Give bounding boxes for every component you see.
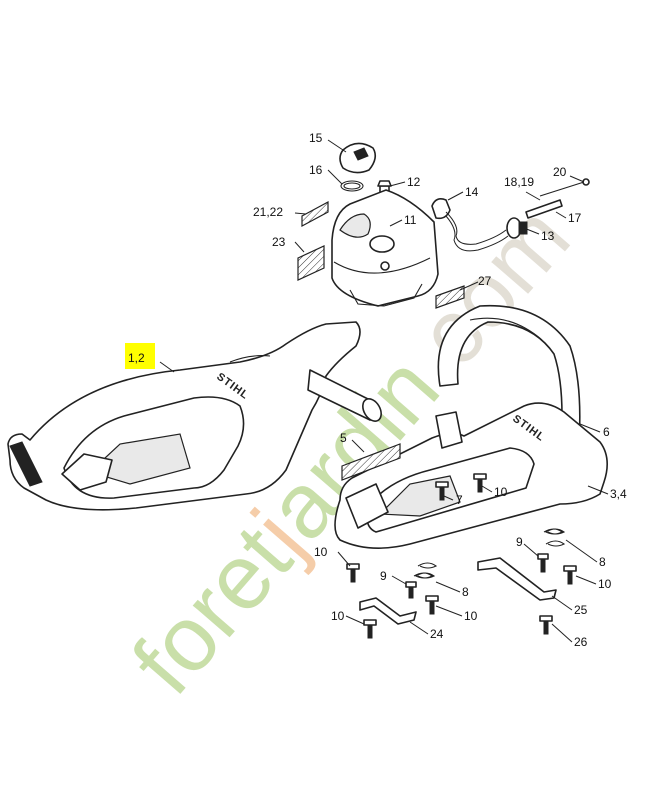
callout-13[interactable]: 13 [541, 229, 555, 243]
label-5 [341, 443, 401, 481]
screw-10-b [346, 563, 360, 583]
callout-17[interactable]: 17 [568, 211, 582, 225]
tank-cap-15 [339, 142, 377, 174]
callout-18-19[interactable]: 18,19 [504, 175, 534, 189]
spring-8-b [543, 528, 566, 547]
seal-ring-16 [340, 180, 364, 192]
callout-24[interactable]: 24 [430, 627, 444, 641]
callout-20[interactable]: 20 [553, 165, 567, 179]
bracket-24 [359, 597, 417, 625]
callout-10-a[interactable]: 10 [494, 485, 508, 499]
callout-1-2[interactable]: 1,2 [128, 351, 145, 365]
fuel-tank-11 [331, 189, 439, 307]
callout-14[interactable]: 14 [465, 185, 479, 199]
fuel-pickup-14 [431, 198, 509, 252]
tube-shaft [307, 369, 382, 422]
callout-6[interactable]: 6 [603, 425, 610, 439]
callout-9-a[interactable]: 9 [380, 569, 387, 583]
callout-labels: 15 16 12 11 21,22 23 27 14 18,19 20 17 1… [128, 131, 627, 649]
callout-10-c[interactable]: 10 [464, 609, 478, 623]
callout-12[interactable]: 12 [407, 175, 421, 189]
grommet-13 [506, 217, 528, 239]
callout-26[interactable]: 26 [574, 635, 588, 649]
screw-9-a [405, 581, 417, 599]
callout-9-b[interactable]: 9 [516, 535, 523, 549]
label-23 [297, 245, 325, 281]
pipe-17 [525, 199, 563, 219]
screw-10-e [563, 565, 577, 585]
callout-10-e[interactable]: 10 [598, 577, 612, 591]
screw-10-d [363, 619, 377, 639]
screw-10-c [425, 595, 439, 615]
callout-8-a[interactable]: 8 [462, 585, 469, 599]
screw-10-a [473, 473, 487, 493]
screw-7 [435, 481, 449, 501]
callout-23[interactable]: 23 [272, 235, 286, 249]
callout-16[interactable]: 16 [309, 163, 323, 177]
label-21-22 [301, 200, 329, 228]
callout-25[interactable]: 25 [574, 603, 588, 617]
screw-26 [539, 615, 553, 635]
callout-10-d[interactable]: 10 [331, 609, 345, 623]
callout-7[interactable]: 7 [456, 493, 463, 507]
label-27 [435, 285, 465, 309]
leader-lines [159, 139, 609, 643]
pin-20 [539, 178, 590, 197]
callout-27[interactable]: 27 [478, 274, 492, 288]
callout-8-b[interactable]: 8 [599, 555, 606, 569]
callout-21-22[interactable]: 21,22 [253, 205, 283, 219]
screw-9-b [537, 553, 549, 573]
spring-8-a [413, 562, 438, 579]
callout-15[interactable]: 15 [309, 131, 323, 145]
selected-part-highlight [125, 343, 155, 369]
handle-housing-1-2: STIHL [7, 321, 361, 511]
callout-5[interactable]: 5 [340, 431, 347, 445]
callout-11[interactable]: 11 [404, 213, 417, 227]
callout-3-4[interactable]: 3,4 [610, 487, 627, 501]
callout-10-b[interactable]: 10 [314, 545, 328, 559]
